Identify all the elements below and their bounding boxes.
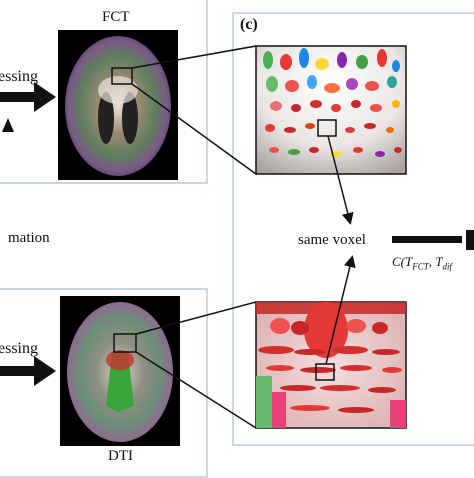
cost-arrow: [392, 230, 474, 250]
bottom-processing-text: essing: [0, 340, 38, 357]
fct-zoom-image: [255, 45, 407, 175]
formula-sep: ,: [428, 254, 436, 269]
bottom-left-arrow: [0, 356, 56, 386]
dti-title: DTI: [108, 448, 133, 464]
formula-t1-sub: FCT: [412, 261, 429, 272]
top-left-arrow: [0, 82, 56, 132]
formula-t1: T: [405, 254, 413, 269]
fct-voxel-box: [317, 119, 337, 137]
dti-voxel-box: [315, 363, 335, 381]
fct-title: FCT: [102, 9, 130, 25]
formula-prefix: C(: [392, 254, 405, 269]
bottom-to-voxel-arrow: [325, 255, 356, 365]
top-processing-text: essing: [0, 68, 38, 85]
dti-glyphs: [256, 302, 406, 428]
top-to-voxel-arrow: [327, 135, 354, 225]
fct-glyphs: [263, 48, 402, 157]
dti-zoom-image: [255, 301, 407, 429]
dti-brain-image: [60, 296, 180, 446]
zoom-connectors: [131, 45, 257, 429]
cost-formula: C(TFCT, Tdif: [392, 254, 452, 272]
fct-brain-image: [58, 30, 178, 180]
same-voxel-label: same voxel: [298, 232, 366, 248]
middle-left-text: mation: [8, 230, 50, 246]
formula-t2-sub: dif: [442, 261, 452, 272]
formula-t2: T: [435, 254, 443, 269]
panel-c-label: (c): [240, 16, 258, 33]
